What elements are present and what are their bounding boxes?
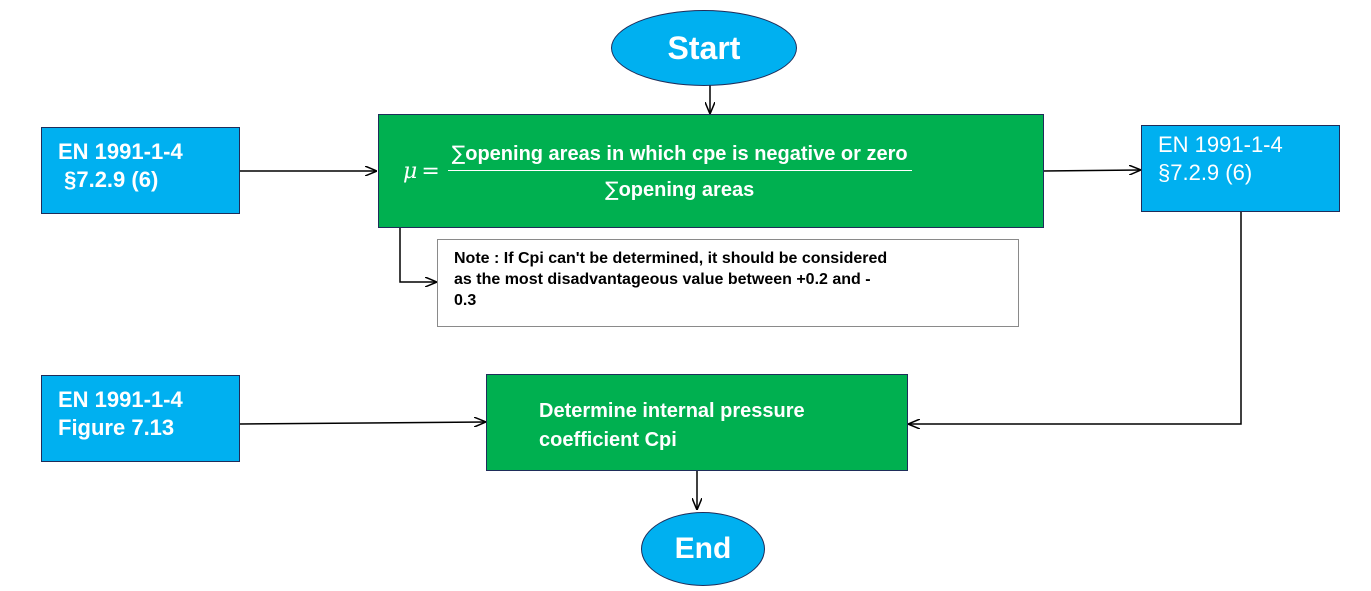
end-label: End [674, 532, 732, 565]
action-box: Determine internal pressure coefficient … [486, 374, 908, 471]
note-line-1: Note : If Cpi can't be determined, it sh… [454, 250, 888, 267]
end-node: End [641, 512, 765, 586]
reference-section: §7.2.9 (6) [1158, 160, 1253, 185]
denominator-text: opening areas [618, 178, 755, 201]
formula-box: μ = ∑opening areas in which cpe is negat… [378, 114, 1044, 228]
arrow-formula-to-note [399, 228, 436, 282]
fraction: ∑opening areas in which cpe is negative … [447, 141, 912, 202]
sigma-icon: ∑ [605, 176, 619, 201]
note-line-3: 0.3 [454, 292, 477, 309]
start-label: Start [667, 29, 741, 66]
note-line-2: as the most disadvantageous value betwee… [454, 271, 871, 288]
reference-code: EN 1991-1-4 [58, 139, 183, 164]
sigma-icon: ∑ [451, 140, 466, 165]
fraction-numerator: ∑opening areas in which cpe is negative … [448, 141, 912, 170]
arrow-ref-bottom-left-to-action [239, 422, 485, 424]
reference-section: §7.2.9 (6) [58, 167, 159, 192]
reference-figure: Figure 7.13 [58, 415, 175, 440]
fraction-bar [447, 169, 912, 171]
equals-sign: = [421, 158, 440, 184]
action-line-1: Determine internal pressure [539, 400, 805, 422]
reference-box-top-right: EN 1991-1-4 §7.2.9 (6) [1141, 125, 1340, 212]
mu-symbol: μ [403, 158, 418, 184]
action-line-2: coefficient Cpi [539, 429, 677, 451]
note-box: Note : If Cpi can't be determined, it sh… [437, 239, 1019, 327]
arrow-formula-to-ref-top-right [1042, 170, 1140, 171]
arrow-ref-top-right-to-action [909, 212, 1242, 424]
reference-code: EN 1991-1-4 [1158, 132, 1283, 157]
start-node: Start [611, 10, 797, 86]
numerator-text: opening areas in which cpe is negative o… [465, 142, 908, 165]
fraction-denominator: ∑opening areas [605, 171, 754, 202]
reference-box-top-left: EN 1991-1-4 §7.2.9 (6) [41, 127, 240, 214]
reference-box-bottom-left: EN 1991-1-4 Figure 7.13 [41, 375, 240, 462]
reference-code: EN 1991-1-4 [58, 387, 183, 412]
